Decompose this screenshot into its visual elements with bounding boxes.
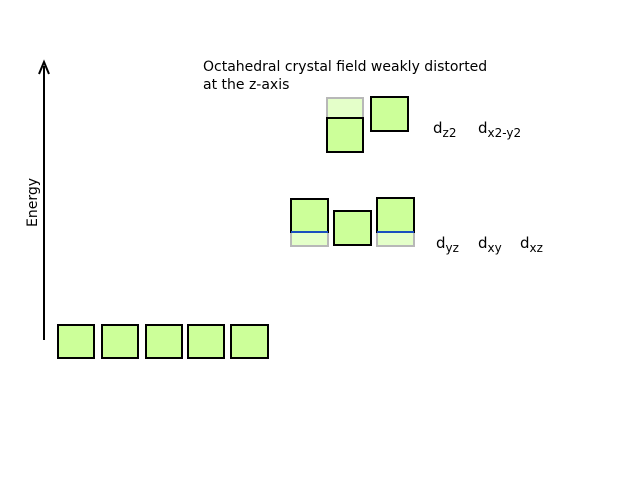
degenerate-orbital-box — [145, 324, 183, 359]
eg-split-level — [326, 96, 409, 153]
energy-axis: Energy — [25, 59, 50, 340]
dx2-y2-orbital-box — [370, 96, 409, 132]
energy-axis-arrowhead — [38, 59, 50, 75]
label-dyz: dyz — [436, 234, 459, 255]
degenerate-orbital-box — [57, 324, 95, 359]
degenerate-orbital-box — [187, 324, 225, 359]
ghost-orbital-box — [290, 231, 329, 247]
label-dx2-y2: dx2-y2 — [478, 119, 521, 140]
diagram-title-line-2: at the z-axis — [203, 77, 289, 93]
dxz-orbital-box — [376, 197, 415, 233]
dxy-orbital-box — [333, 210, 372, 246]
energy-axis-label: Energy — [25, 178, 41, 227]
ghost-orbital-box — [326, 97, 364, 119]
ghost-orbital-box — [376, 231, 415, 247]
t2g-split-level — [290, 197, 415, 247]
label-dxy: dxy — [478, 234, 502, 255]
diagram-title-line-1: Octahedral crystal field weakly distorte… — [203, 59, 487, 75]
dz2-orbital-box — [326, 117, 364, 153]
degenerate-orbital-box — [230, 324, 269, 359]
degenerate-orbital-box — [101, 324, 139, 359]
label-dz2: dz2 — [433, 119, 456, 140]
degenerate-level — [57, 324, 269, 359]
dyz-orbital-box — [290, 198, 329, 233]
label-dxz: dxz — [520, 234, 543, 255]
